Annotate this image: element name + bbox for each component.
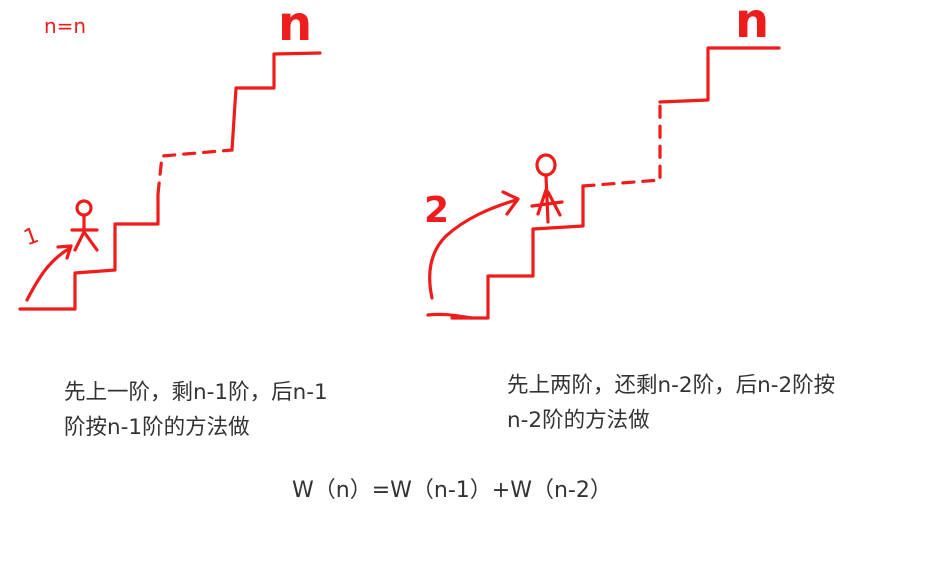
recurrence-formula: W（n）=W（n-1）+W（n-2） bbox=[292, 478, 612, 503]
right-figure-head bbox=[535, 153, 557, 177]
hand-drawn-strokes bbox=[18, 46, 781, 320]
top-left-note: n=n bbox=[44, 14, 87, 38]
right-stairs-lower bbox=[450, 184, 585, 320]
left-figure-head bbox=[75, 199, 93, 217]
right-step-arrow bbox=[428, 190, 520, 300]
right-top-label: n bbox=[735, 0, 769, 49]
right-step-count-label: 2 bbox=[424, 190, 449, 231]
left-caption-line1: 先上一阶，剩n-1阶，后n-1 bbox=[64, 380, 328, 405]
left-step-count-label: 1 bbox=[21, 223, 43, 251]
left-stairs-upper bbox=[230, 51, 322, 152]
right-stairs-upper bbox=[658, 46, 781, 104]
left-top-label: n bbox=[278, 0, 312, 52]
left-caption-line2: 阶按n-1阶的方法做 bbox=[64, 415, 250, 440]
left-stairs-lower bbox=[18, 192, 160, 311]
right-figure-body bbox=[530, 174, 564, 224]
left-step-arrow bbox=[25, 244, 73, 302]
right-caption-line1: 先上两阶，还剩n-2阶，后n-2阶按 bbox=[507, 373, 836, 398]
left-figure-body bbox=[70, 213, 99, 252]
right-stairs-dashed bbox=[581, 100, 662, 188]
right-caption-line2: n-2阶的方法做 bbox=[507, 408, 650, 433]
left-stairs-dashed bbox=[156, 148, 234, 196]
